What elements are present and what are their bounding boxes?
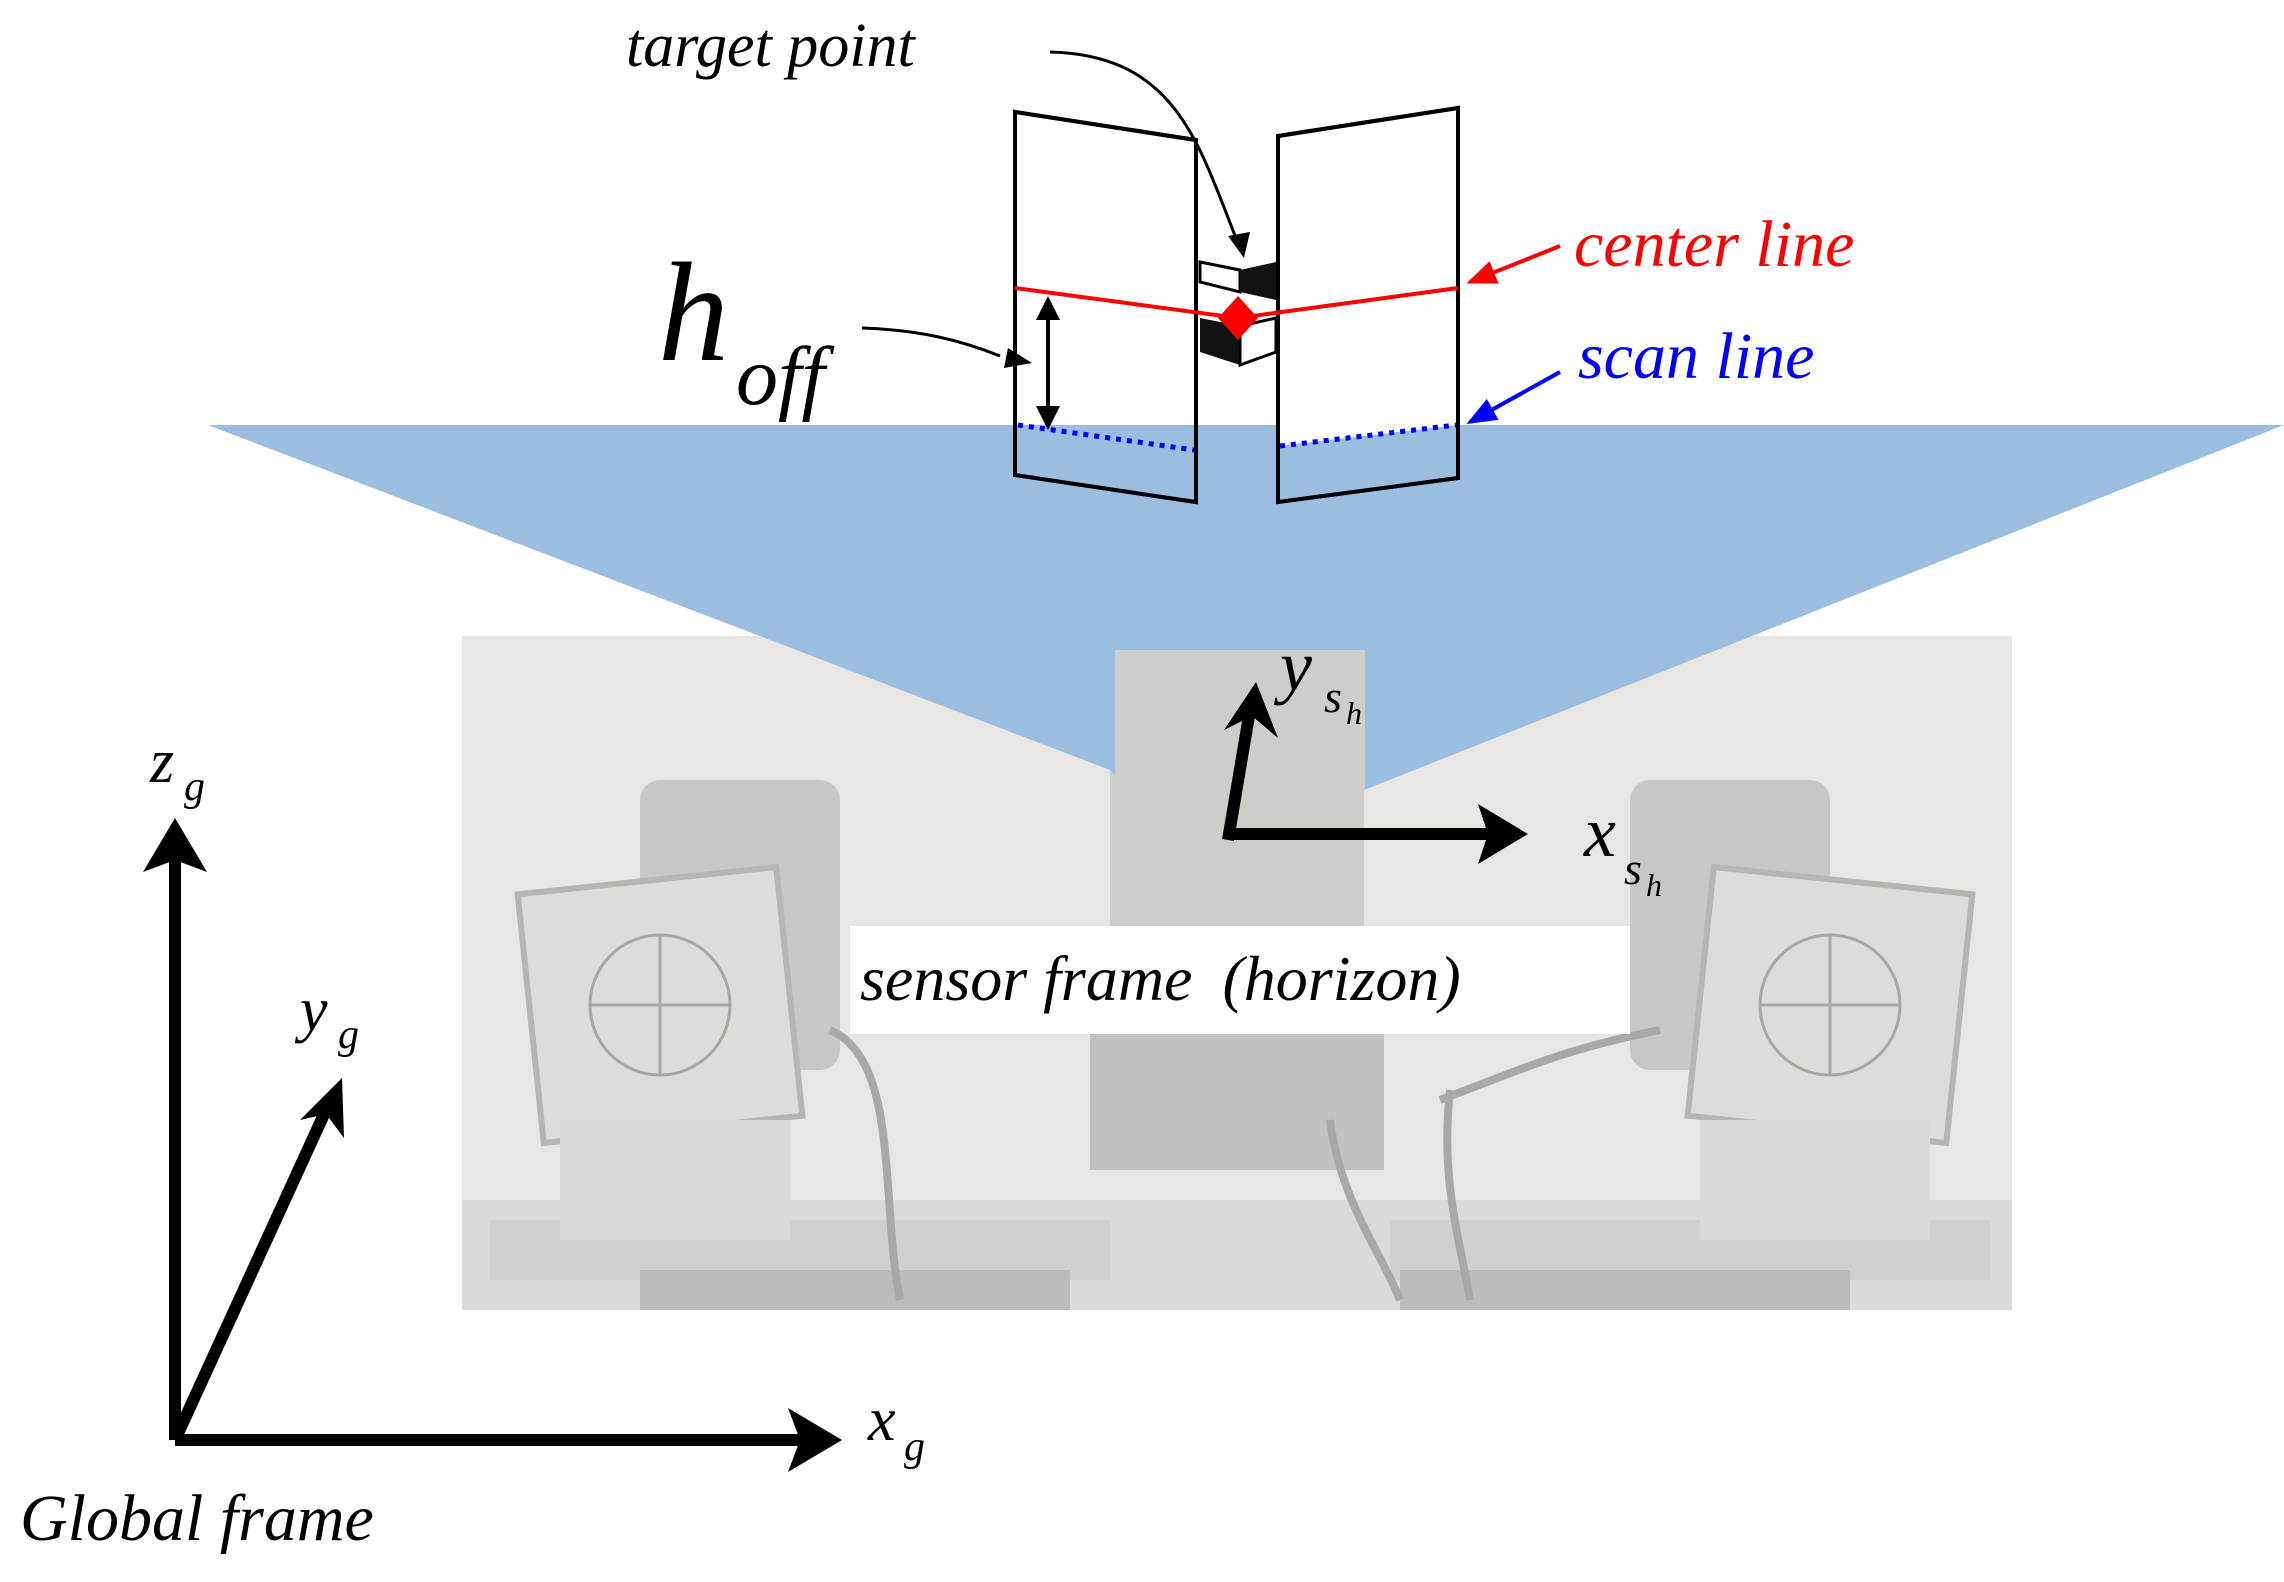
target-point-marker xyxy=(1218,296,1258,340)
x-sensor-subscript: s xyxy=(1624,843,1642,894)
y-sensor-subsubscript: h xyxy=(1346,695,1362,731)
right-target-panel xyxy=(1276,105,1460,505)
left-laser-sensor xyxy=(514,780,840,1240)
scan-plane xyxy=(208,425,2284,790)
sensor-frame-caption-box xyxy=(850,926,1630,1034)
h-off-dimension-arrow xyxy=(1036,296,1060,430)
y-global-arrowhead xyxy=(300,1078,344,1138)
right-laser-sensor xyxy=(1630,780,1976,1240)
scan-line-left xyxy=(1017,422,1195,453)
x-global-arrowhead xyxy=(788,1408,842,1472)
center-line-leader xyxy=(1466,244,1561,284)
h-off-subscript: off xyxy=(736,330,835,423)
y-global-subscript: g xyxy=(338,1012,359,1058)
target-point-leader xyxy=(1049,50,1242,249)
scan-line-leader xyxy=(1466,370,1561,424)
z-global-label: z xyxy=(149,728,174,796)
target-block xyxy=(1198,260,1278,368)
y-sensor-arrowhead xyxy=(1224,682,1278,738)
sensor-frame-axes xyxy=(1222,682,1528,864)
global-frame-label: Global frame xyxy=(20,1482,374,1555)
x-sensor-subsubscript: h xyxy=(1646,867,1662,903)
y-global-label: y xyxy=(294,976,328,1044)
x-global-subscript: g xyxy=(904,1424,925,1470)
x-sensor-label: x xyxy=(1583,792,1616,872)
y-sensor-subscript: s xyxy=(1324,671,1342,722)
z-global-arrowhead xyxy=(143,818,207,872)
scan-line-right xyxy=(1279,422,1457,449)
scan-line-label: scan line xyxy=(1578,320,1814,393)
x-sensor-arrowhead xyxy=(1478,804,1528,864)
global-frame-axes xyxy=(143,818,842,1472)
x-global-label: x xyxy=(867,1386,896,1454)
center-line-label: center line xyxy=(1574,208,1854,281)
sensor-frame-label: sensor frame (horizon) xyxy=(860,943,1461,1014)
y-sensor-label: y xyxy=(1273,626,1312,706)
h-off-label: h xyxy=(658,233,729,391)
h-off-leader xyxy=(861,326,1001,358)
target-point-label: target point xyxy=(626,12,917,80)
z-global-subscript: g xyxy=(184,764,205,810)
